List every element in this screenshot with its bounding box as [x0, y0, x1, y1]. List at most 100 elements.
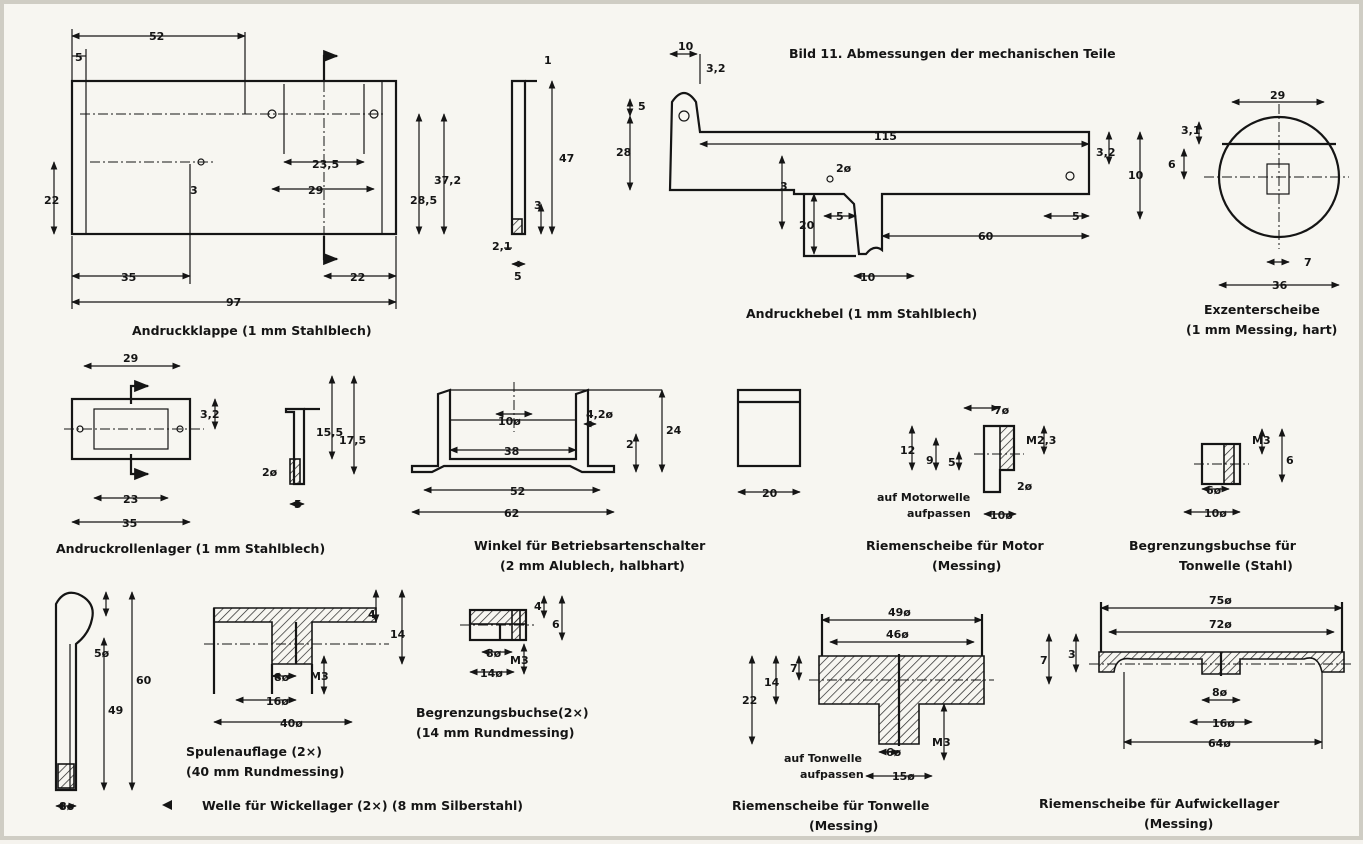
- caption-spulenauflage-1: Spulenauflage (2×): [186, 744, 322, 759]
- andruckrollenlager-drawing: 29 3,2 23 35 Andruckrollenlager (1 mm St…: [56, 352, 325, 556]
- riemen-tonwelle-drawing: 49ø 46ø 7 14 22 6ø M3 15ø auf Tonwelle a…: [732, 606, 994, 833]
- dim-label: 29: [123, 352, 138, 365]
- dim-label: 3: [1068, 648, 1076, 661]
- pointer-arrow-icon: [162, 800, 172, 810]
- dim-label: 52: [149, 30, 164, 43]
- riemen-aufwickel-drawing: 75ø 72ø 7 3 8ø 16ø 64ø Riemenscheibe für…: [1039, 594, 1354, 831]
- dim-label: 10ø: [498, 415, 521, 428]
- dim-label: 4: [368, 608, 376, 621]
- dim-label: 23,5: [312, 158, 339, 171]
- dim-label: 8ø: [274, 671, 290, 684]
- andruckklappe-drawing: 52 5 22 3 23,5 29 28,5 37,2 35 22 97 And…: [44, 29, 461, 338]
- dim-label: M3: [932, 736, 951, 749]
- dim-label: 2ø: [836, 162, 852, 175]
- dim-label: M3: [310, 670, 329, 683]
- dim-label: 5: [514, 270, 522, 283]
- dim-label: 62: [504, 507, 519, 520]
- dim-label: 35: [121, 271, 136, 284]
- dim-label: 24: [666, 424, 682, 437]
- dim-label: 15ø: [892, 770, 915, 783]
- dim-label: 22: [742, 694, 757, 707]
- dim-label: 22: [350, 271, 365, 284]
- dim-label: 10: [860, 271, 876, 284]
- dim-label: 3: [190, 184, 198, 197]
- winkel-side-drawing: 20: [736, 388, 802, 500]
- caption-exzenter-1: Exzenterscheibe: [1204, 302, 1320, 317]
- dim-label: 20: [762, 487, 778, 500]
- dim-label: 5ø: [94, 647, 110, 660]
- caption-winkel-2: (2 mm Alublech, halbhart): [500, 558, 685, 573]
- dim-label: 7: [1304, 256, 1312, 269]
- caption-exzenter-2: (1 mm Messing, hart): [1186, 322, 1337, 337]
- dim-label: 6: [552, 618, 560, 631]
- dim-label: 3: [780, 180, 788, 193]
- andruckhebel-drawing: 10 3,2 5 28 115 3,2 2ø 3 10 20 5 5 60 10…: [616, 40, 1144, 321]
- dim-label: 7: [1040, 654, 1048, 667]
- dim-label: 60: [136, 674, 152, 687]
- caption-riemen-aufwickel-1: Riemenscheibe für Aufwickellager: [1039, 796, 1280, 811]
- riemen-tonwelle-note-2: aufpassen: [800, 768, 864, 781]
- begrenzung-tonwelle-drawing: M3 6 6ø 10ø Begrenzungsbuchse für Tonwel…: [1129, 428, 1297, 573]
- exzenter-drawing: 29 3,1 6 7 36 Exzenterscheibe (1 mm Mess…: [1168, 89, 1349, 337]
- dim-label: 29: [1270, 89, 1285, 102]
- dim-label: 72ø: [1209, 618, 1232, 631]
- riemen-motor-note-1: auf Motorwelle: [877, 491, 970, 504]
- caption-riemen-tonwelle-2: (Messing): [809, 818, 878, 833]
- dim-label: 4: [534, 600, 542, 613]
- caption-spulenauflage-2: (40 mm Rundmessing): [186, 764, 344, 779]
- caption-riemen-tonwelle-1: Riemenscheibe für Tonwelle: [732, 798, 929, 813]
- dim-label: 23: [123, 493, 138, 506]
- dim-label: 16ø: [266, 695, 289, 708]
- dim-label: 6ø: [886, 746, 902, 759]
- caption-begrenzung-2x-1: Begrenzungsbuchse(2×): [416, 705, 589, 720]
- dim-label: 3,2: [1096, 146, 1116, 159]
- dim-label: 7ø: [994, 404, 1010, 417]
- dim-label: 75ø: [1209, 594, 1232, 607]
- dim-label: 2ø: [262, 466, 278, 479]
- dim-label: 3: [534, 199, 542, 212]
- dim-label: 10: [678, 40, 694, 53]
- dim-label: 12: [900, 444, 915, 457]
- dim-label: 28,5: [410, 194, 437, 207]
- caption-riemen-motor-1: Riemenscheibe für Motor: [866, 538, 1045, 553]
- dim-label: 97: [226, 296, 241, 309]
- caption-riemen-motor-2: (Messing): [932, 558, 1001, 573]
- dim-label: 7: [790, 662, 798, 675]
- dim-label: 8ø: [59, 800, 75, 813]
- dim-label: 2ø: [1017, 480, 1033, 493]
- dim-label: 17,5: [339, 434, 366, 447]
- dim-label: 6ø: [1206, 484, 1222, 497]
- dim-label: 10ø: [1204, 507, 1227, 520]
- dim-label: 37,2: [434, 174, 461, 187]
- riemen-motor-drawing: 7ø M2,3 12 9 5 2ø 10ø auf Motorwelle auf…: [866, 404, 1056, 573]
- dim-label: 6: [1286, 454, 1294, 467]
- dim-label: 64ø: [1208, 737, 1231, 750]
- dim-label: 36: [1272, 279, 1288, 292]
- dim-label: 1: [544, 54, 552, 67]
- dim-label: 6: [1168, 158, 1176, 171]
- dim-label: 49: [108, 704, 123, 717]
- dim-label: 5: [836, 210, 844, 223]
- dim-label: 29: [308, 184, 323, 197]
- dim-label: 38: [504, 445, 519, 458]
- dim-label: 14ø: [480, 667, 503, 680]
- klappe-side-drawing: 1 47 3 2,1 5: [492, 54, 574, 283]
- dim-label: 14: [390, 628, 406, 641]
- dim-label: 40ø: [280, 717, 303, 730]
- riemen-tonwelle-note-1: auf Tonwelle: [784, 752, 862, 765]
- spulenauflage-drawing: 4 14 8ø M3 16ø 40ø Spulenauflage (2×) (4…: [186, 589, 406, 779]
- dim-label: 115: [874, 130, 897, 143]
- dim-label: 10ø: [990, 509, 1013, 522]
- dim-label: 47: [559, 152, 574, 165]
- dim-label: 10: [1128, 169, 1144, 182]
- dim-label: M3: [510, 654, 529, 667]
- riemen-motor-note-2: aufpassen: [907, 507, 971, 520]
- dim-label: 5: [1072, 210, 1080, 223]
- caption-begrenzung-tonwelle-2: Tonwelle (Stahl): [1179, 558, 1293, 573]
- dim-label: M2,3: [1026, 434, 1056, 447]
- dim-label: 46ø: [886, 628, 909, 641]
- caption-andruckhebel: Andruckhebel (1 mm Stahlblech): [746, 306, 977, 321]
- dim-label: 5: [638, 100, 646, 113]
- caption-riemen-aufwickel-2: (Messing): [1144, 816, 1213, 831]
